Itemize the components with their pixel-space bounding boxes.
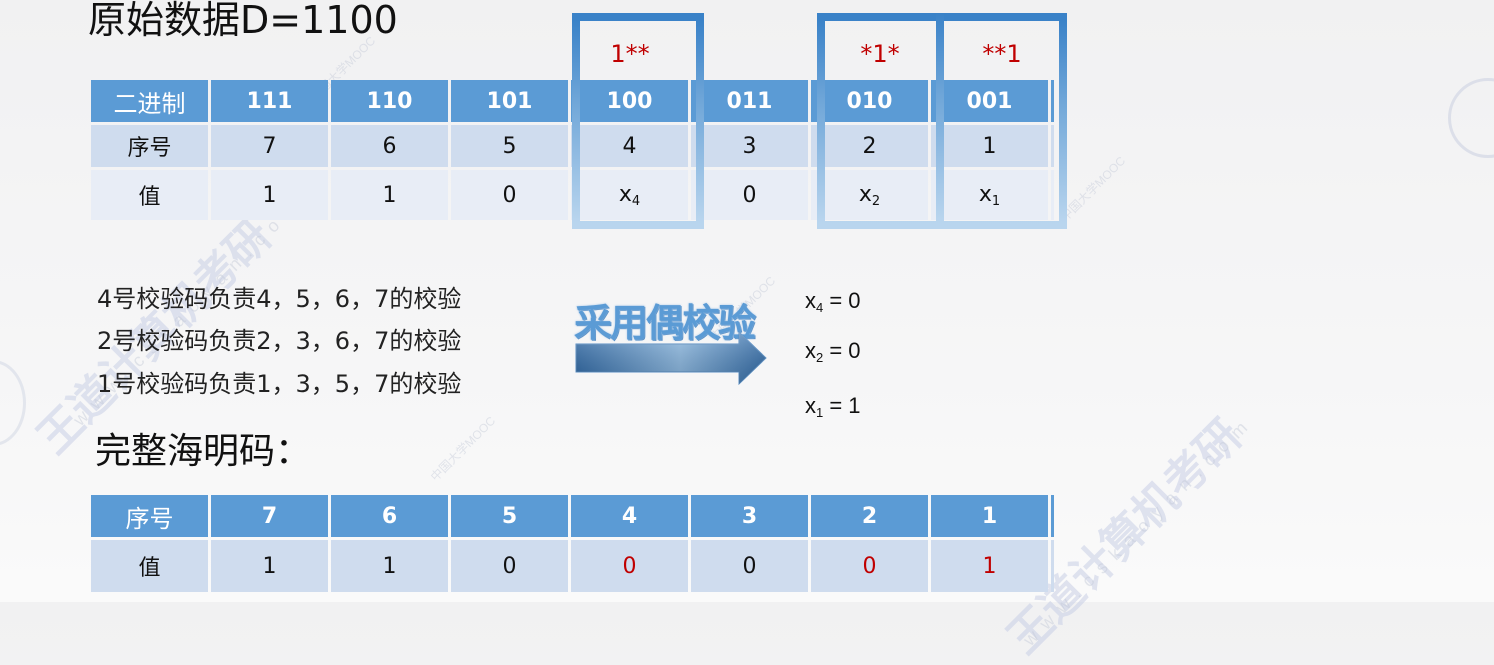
result-x1: x1 = 1 <box>805 393 861 420</box>
mooc-watermark: 中国大学MOOC <box>427 413 499 484</box>
index-cell: 4 <box>571 495 688 537</box>
value-cell: 1 <box>331 170 448 220</box>
value-cell: 1 <box>211 540 328 592</box>
seal-logo-icon <box>1448 78 1494 158</box>
check-pattern-label: 1** <box>610 40 650 68</box>
index-cell: 2 <box>811 495 928 537</box>
result-x4: x4 = 0 <box>805 288 861 315</box>
value-cell: 1 <box>331 540 448 592</box>
index-cell: 3 <box>691 495 808 537</box>
index-cell: 7 <box>211 495 328 537</box>
index-cell: 5 <box>451 495 568 537</box>
binary-cell: 111 <box>211 80 328 122</box>
seal-logo-icon <box>0 360 26 446</box>
rule-line: 1号校验码负责1，3，5，7的校验 <box>97 370 462 398</box>
index-cell: 7 <box>211 125 328 167</box>
value-cell: 0 <box>451 540 568 592</box>
check-box-4 <box>572 13 704 229</box>
index-cell: 3 <box>691 125 808 167</box>
row-label-value: 值 <box>91 540 208 592</box>
check-box-divider <box>936 13 944 221</box>
index-cell: 6 <box>331 495 448 537</box>
result-x2: x2 = 0 <box>805 338 861 365</box>
index-cell: 1 <box>931 495 1048 537</box>
table-edge <box>1051 540 1054 592</box>
table-row-value: 值 1 1 0 0 0 0 1 <box>91 540 1054 592</box>
rule-line: 2号校验码负责2，3，6，7的校验 <box>97 327 462 355</box>
check-bit-value: 0 <box>571 540 688 592</box>
table-edge <box>1051 495 1054 537</box>
binary-cell: 110 <box>331 80 448 122</box>
check-pattern-label: **1 <box>982 40 1022 68</box>
value-cell: 1 <box>211 170 328 220</box>
index-cell: 6 <box>331 125 448 167</box>
mooc-watermark: 中国大学MOOC <box>1057 153 1129 224</box>
row-label-index: 序号 <box>91 125 208 167</box>
page-title: 原始数据D=1100 <box>88 0 398 42</box>
rule-line: 4号校验码负责4，5，6，7的校验 <box>97 285 462 313</box>
binary-cell: 011 <box>691 80 808 122</box>
row-label-value: 值 <box>91 170 208 220</box>
check-pattern-label: *1* <box>860 40 900 68</box>
full-hamming-code-table: 序号 7 6 5 4 3 2 1 值 1 1 0 0 0 0 1 <box>88 492 1057 595</box>
binary-cell: 101 <box>451 80 568 122</box>
parity-mode-label: 采用偶校验 <box>574 301 756 345</box>
check-bit-value: 1 <box>931 540 1048 592</box>
value-cell: 0 <box>691 540 808 592</box>
check-bit-value: 0 <box>811 540 928 592</box>
value-cell: 0 <box>451 170 568 220</box>
table-row-index: 序号 7 6 5 4 3 2 1 <box>91 495 1054 537</box>
index-cell: 5 <box>451 125 568 167</box>
value-cell: 0 <box>691 170 808 220</box>
row-label-binary: 二进制 <box>91 80 208 122</box>
row-label-index: 序号 <box>91 495 208 537</box>
right-arrow-icon <box>575 330 767 386</box>
full-code-title: 完整海明码： <box>95 431 312 472</box>
